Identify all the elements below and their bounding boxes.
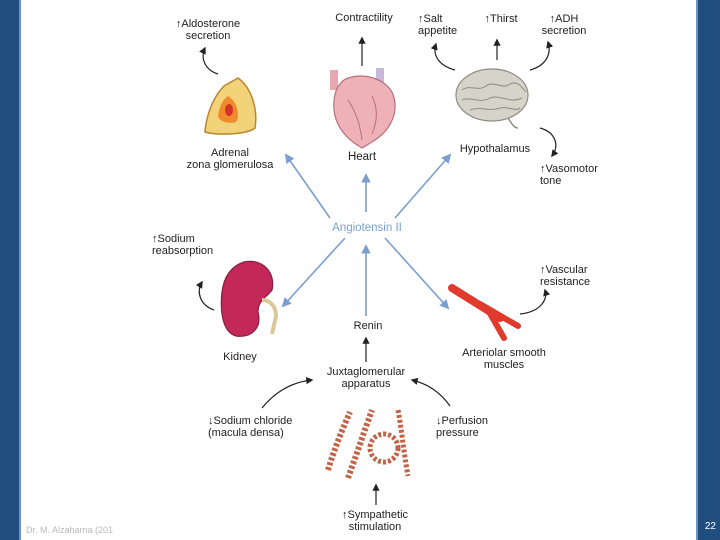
arrow-to-adrenal [284,153,331,219]
aldosterone-label: ↑Aldosterone secretion [175,18,241,42]
footer-credit: Dr. M. Alzaharna (201 [26,525,114,535]
right-frame-bar [698,0,720,540]
page-number: 22 [704,521,716,532]
hypothalamus-label: Hypothalamus [459,143,531,155]
arrow-nacl-to-jga [261,376,314,409]
left-frame-accent [19,0,21,540]
angiotensin-arrows [281,153,452,316]
angiotensin-ii-label: Angiotensin II [332,222,402,234]
kidney-illustration [220,260,279,337]
salt-appetite-label: ↑Salt appetite [418,13,458,37]
effect-arrows [195,36,559,505]
arrow-hypo-to-salt [430,42,456,71]
right-frame-accent [696,0,698,540]
arteriole-illustration [448,284,521,341]
arrow-to-arteriole [384,237,450,310]
adh-label: ↑ADH secretion [541,13,587,37]
arteriolar-muscles-label: Arteriolar smooth muscles [462,347,546,371]
contractility-label: Contractility [335,12,393,24]
arrow-to-kidney [281,237,346,308]
arrow-kidney-to-sodium [195,280,215,311]
arrow-hypo-to-vasomotor [539,127,559,158]
perfusion-pressure-label: ↓Perfusion pressure [436,415,488,439]
brain-illustration [455,68,529,129]
sympathetic-label: ↑Sympathetic stimulation [341,509,409,533]
vascular-resistance-label: ↑Vascular resistance [540,264,591,288]
left-frame-bar [0,0,19,540]
arrow-hypo-to-adh [529,40,554,71]
arrow-to-hypothalamus [394,153,452,219]
adrenal-illustration [204,77,257,135]
arrow-arteriole-to-vascular [519,288,551,315]
jga-label: Juxtaglomerular apparatus [326,366,406,390]
heart-label: Heart [347,151,377,163]
sodium-reabsorption-label: ↑Sodium reabsorption [152,233,214,257]
renin-label: Renin [353,320,383,332]
arrow-perfusion-to-jga [410,377,451,407]
heart-illustration [330,68,396,149]
sodium-chloride-label: ↓Sodium chloride (macula densa) [208,415,293,439]
arrow-adrenal-to-aldosterone [199,46,219,75]
vasomotor-tone-label: ↑Vasomotor tone [540,163,598,187]
kidney-label: Kidney [223,351,257,363]
jga-illustration [325,408,411,480]
adrenal-label: Adrenal zona glomerulosa [186,147,274,171]
thirst-label: ↑Thirst [484,13,518,25]
